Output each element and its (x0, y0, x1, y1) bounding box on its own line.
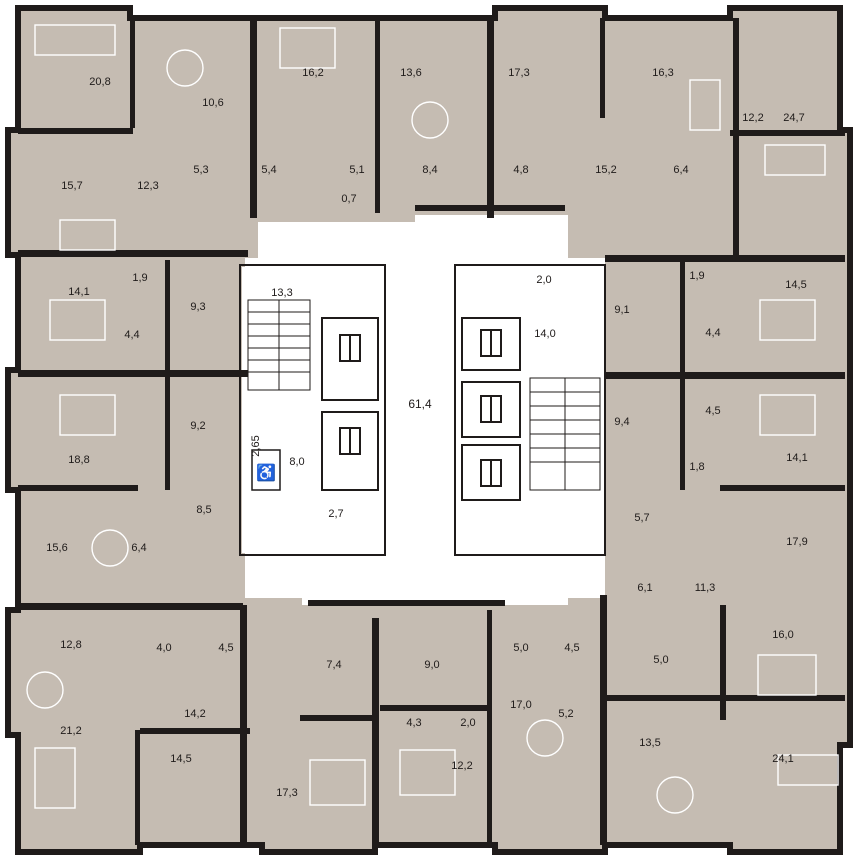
area-label: 0,7 (341, 193, 356, 205)
area-label: 16,3 (652, 67, 673, 79)
lobby-area-label: 61,4 (408, 397, 432, 411)
wheelchair-icon (251, 449, 281, 491)
area-label: 1,9 (689, 270, 704, 282)
area-label: 14,2 (184, 708, 205, 720)
area-label: 5,0 (653, 654, 668, 666)
core-left-block (239, 264, 386, 556)
area-label: 4,5 (218, 642, 233, 654)
area-label: 12,3 (137, 180, 158, 192)
area-label: 5,3 (193, 164, 208, 176)
area-label: 17,0 (510, 699, 531, 711)
area-label: 6,4 (673, 164, 688, 176)
area-label: 14,5 (170, 753, 191, 765)
area-label: 5,0 (513, 642, 528, 654)
area-label: 4,5 (564, 642, 579, 654)
area-label: 6,4 (131, 542, 146, 554)
area-label: 13,6 (400, 67, 421, 79)
area-label: 4,4 (705, 327, 720, 339)
area-label: 11,3 (695, 582, 716, 594)
exterior-wall (5, 5, 853, 855)
area-label: 2,7 (328, 508, 343, 520)
elevator-icon (339, 329, 502, 487)
area-label: 14,0 (534, 328, 555, 340)
area-label: 10,6 (202, 97, 223, 109)
area-label: 17,3 (508, 67, 529, 79)
area-label: 14,1 (68, 286, 89, 298)
svg-text:♿: ♿ (256, 463, 276, 482)
area-label: 5,2 (558, 708, 573, 720)
area-label: 6,1 (637, 582, 652, 594)
area-label: 9,1 (614, 304, 629, 316)
area-label: 9,3 (190, 301, 205, 313)
area-label: 17,9 (786, 536, 807, 548)
area-labels: 20,8 10,6 16,2 13,6 17,3 16,3 24,7 12,2 … (46, 67, 807, 799)
area-label: 16,0 (772, 629, 793, 641)
area-label: 24,7 (783, 112, 804, 124)
area-label: 13,5 (639, 737, 660, 749)
area-label: 15,2 (595, 164, 616, 176)
area-label: 5,7 (634, 512, 649, 524)
area-label: 13,3 (271, 287, 292, 299)
area-label: 15,7 (61, 180, 82, 192)
area-label: 12,8 (60, 639, 81, 651)
area-label: 5,1 (349, 164, 364, 176)
area-label: 20,8 (89, 76, 110, 88)
area-label: 4,0 (156, 642, 171, 654)
area-label: 21,2 (60, 725, 81, 737)
area-label: 24,1 (772, 753, 793, 765)
area-label: 9,4 (614, 416, 629, 428)
area-label: 2,65 (250, 435, 262, 456)
area-label: 12,2 (451, 760, 472, 772)
area-label: 5,4 (261, 164, 276, 176)
area-label: 8,5 (196, 504, 211, 516)
area-label: 9,2 (190, 420, 205, 432)
area-label: 14,5 (785, 279, 806, 291)
area-label: 2,0 (460, 717, 475, 729)
area-label: 1,8 (689, 461, 704, 473)
area-label: 12,2 (742, 112, 763, 124)
area-label: 4,8 (513, 164, 528, 176)
area-label: 15,6 (46, 542, 67, 554)
core-right-block (454, 264, 606, 556)
stair-icon (247, 299, 601, 491)
area-label: 18,8 (68, 454, 89, 466)
area-label: 7,4 (326, 659, 341, 671)
elevator-right-3 (461, 444, 521, 501)
area-label: 4,5 (705, 405, 720, 417)
area-label: 14,1 (786, 452, 807, 464)
area-label: 16,2 (302, 67, 323, 79)
area-label: 17,3 (276, 787, 297, 799)
furniture-icon (26, 24, 839, 814)
area-label: 4,3 (406, 717, 421, 729)
area-label: 8,4 (422, 164, 437, 176)
area-label: 9,0 (424, 659, 439, 671)
area-label: 8,0 (289, 456, 304, 468)
area-label: 4,4 (124, 329, 139, 341)
area-label: 2,0 (536, 274, 551, 286)
area-label: 1,9 (132, 272, 147, 284)
